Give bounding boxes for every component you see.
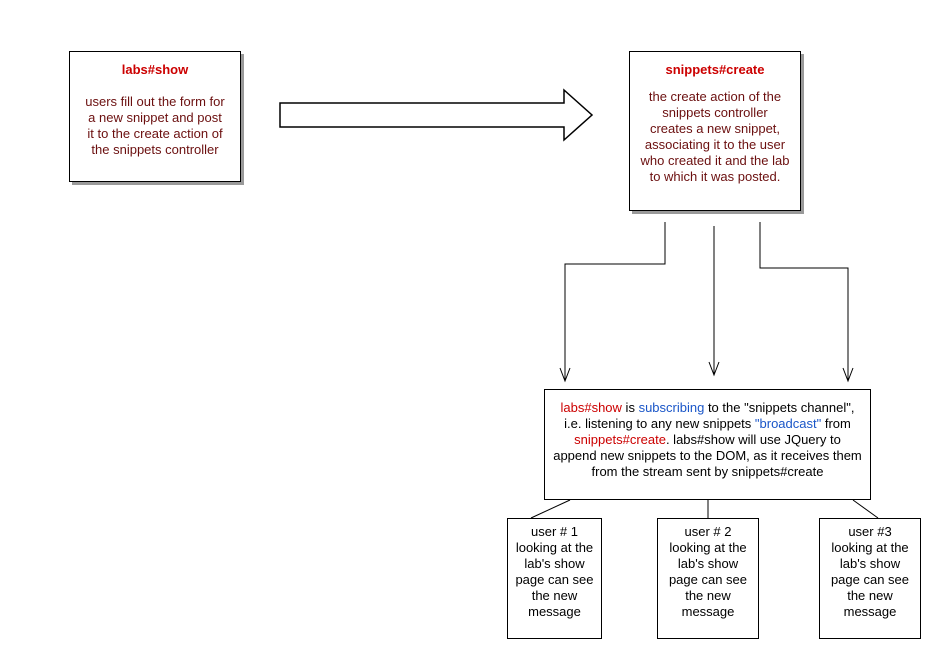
snippets-create-title: snippets#create xyxy=(665,62,765,77)
connector-user-1 xyxy=(530,499,571,519)
channel-text-is: is xyxy=(621,400,639,415)
channel-text-subscribing: subscribing xyxy=(638,400,705,415)
snippets-channel-box: labs#show is subscribing to the "snippet… xyxy=(544,389,871,500)
user-box-3: user #3 looking at the lab's show page c… xyxy=(819,518,921,639)
channel-text-jquery: . labs#show will use JQuery to append ne… xyxy=(553,432,862,479)
channel-text-listening: to the "snippets channel", i.e. listenin… xyxy=(564,400,855,431)
user-box-2-text: user # 2 looking at the lab's show page … xyxy=(668,524,748,619)
user-box-1: user # 1 looking at the lab's show page … xyxy=(507,518,602,639)
arrowhead-left xyxy=(559,367,571,383)
channel-text-snippets-create: snippets#create xyxy=(574,432,666,447)
arrowhead-right xyxy=(842,367,854,383)
labs-show-box: labs#show users fill out the form for a … xyxy=(69,51,241,182)
connector-right xyxy=(759,222,849,380)
channel-text-broadcast: "broadcast" xyxy=(754,416,822,431)
snippets-create-description: the create action of the snippets contro… xyxy=(640,89,790,184)
channel-text-from: from xyxy=(821,416,851,431)
flow-arrow xyxy=(279,88,594,142)
arrowhead-middle xyxy=(708,361,720,377)
channel-text-labs-show: labs#show xyxy=(560,400,622,415)
snippets-create-box: snippets#create the create action of the… xyxy=(629,51,801,211)
user-box-3-text: user #3 looking at the lab's show page c… xyxy=(830,524,910,619)
labs-show-description: users fill out the form for a new snippe… xyxy=(85,94,225,157)
connector-left xyxy=(564,222,666,380)
connector-user-3 xyxy=(852,499,879,519)
user-box-2: user # 2 looking at the lab's show page … xyxy=(657,518,759,639)
user-box-1-text: user # 1 looking at the lab's show page … xyxy=(515,524,594,619)
labs-show-title: labs#show xyxy=(121,62,189,77)
